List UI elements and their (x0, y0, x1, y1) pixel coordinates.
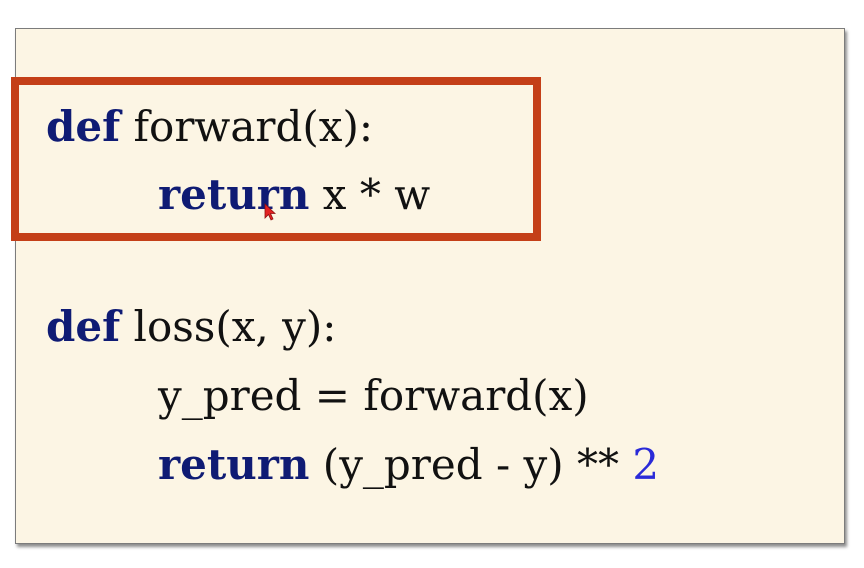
keyword-return: return (158, 440, 310, 489)
code-panel: def forward(x): return x * w def loss(x,… (15, 28, 845, 544)
number-literal: 2 (632, 440, 660, 489)
code-line-def-loss: def loss(x, y): (46, 297, 336, 357)
keyword-def: def (46, 302, 121, 351)
code-line-return-forward: return x * w (46, 165, 430, 225)
keyword-return: return (158, 170, 310, 219)
function-signature-forward: forward(x): (120, 102, 373, 151)
function-signature-loss: loss(x, y): (120, 302, 337, 351)
assignment-y-pred: y_pred = forward(x) (158, 371, 589, 420)
keyword-def: def (46, 102, 121, 151)
code-line-y-pred: y_pred = forward(x) (46, 366, 589, 426)
highlight-box (11, 77, 541, 241)
return-expression-forward: x * w (309, 170, 431, 219)
return-expression-loss: (y_pred - y) ** (309, 440, 633, 489)
code-line-return-loss: return (y_pred - y) ** 2 (46, 435, 659, 495)
code-line-def-forward: def forward(x): (46, 97, 373, 157)
mouse-pointer-icon (264, 203, 277, 221)
